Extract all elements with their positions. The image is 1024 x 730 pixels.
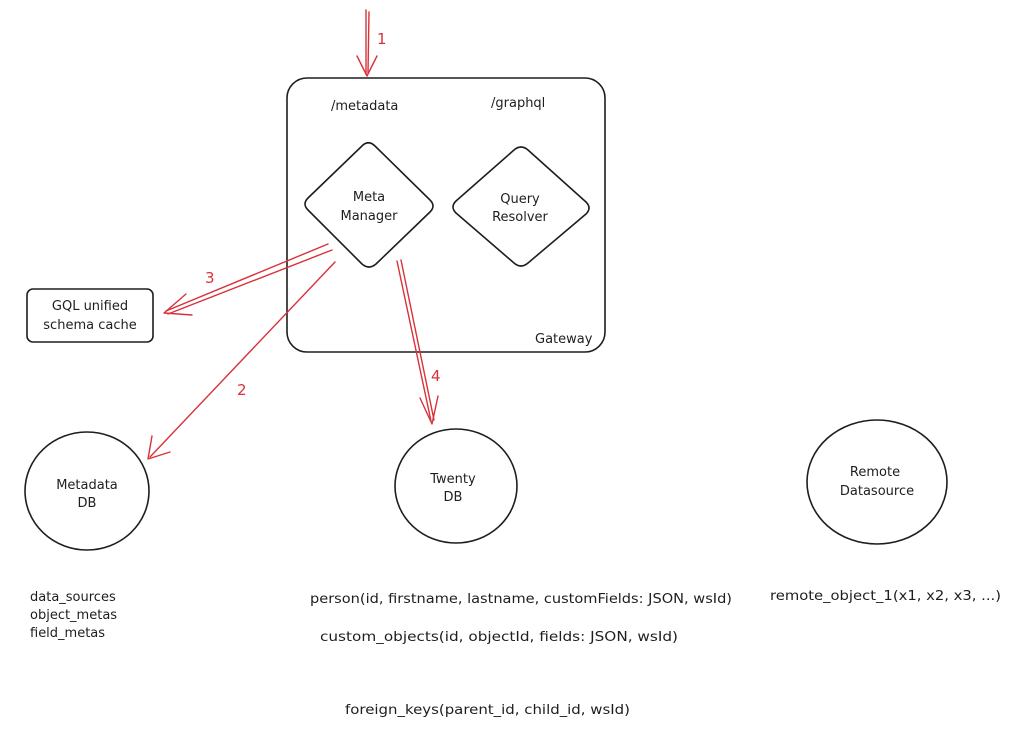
twenty-table-custom-objects: custom_objects(id, objectId, fields: JSO…	[320, 630, 678, 645]
schema-cache-label-line1: GQL unified	[52, 299, 128, 314]
remote-table-object: remote_object_1(x1, x2, x3, ...)	[770, 589, 1001, 604]
gateway-box	[286, 77, 606, 353]
arrow-1-label: 1	[377, 30, 387, 48]
meta-manager-label-line2: Manager	[341, 209, 399, 224]
query-resolver-label-line1: Query	[500, 192, 540, 207]
query-resolver-label-line2: Resolver	[492, 210, 548, 225]
gateway-label: Gateway	[535, 332, 593, 347]
arrow-4-label: 4	[431, 367, 441, 385]
arrow-4	[396, 259, 439, 425]
arrow-2	[147, 261, 336, 460]
metadata-table-3: field_metas	[30, 626, 105, 641]
graphql-endpoint-label: /graphql	[491, 96, 545, 111]
metadata-db-label-line1: Metadata	[56, 478, 118, 493]
metadata-table-1: data_sources	[30, 590, 116, 605]
arrow-3	[163, 243, 333, 316]
meta-manager-label-line1: Meta	[353, 190, 385, 205]
schema-cache-label-line2: schema cache	[43, 318, 136, 333]
remote-datasource-label-line2: Datasource	[840, 484, 914, 499]
metadata-db-circle	[24, 431, 150, 551]
meta-manager-diamond	[304, 141, 434, 268]
metadata-db-label-line2: DB	[78, 496, 97, 511]
arrow-3-label: 3	[205, 269, 215, 287]
twenty-table-foreign-keys: foreign_keys(parent_id, child_id, wsId)	[345, 703, 630, 718]
arrow-2-label: 2	[237, 381, 247, 399]
twenty-db-label-line2: DB	[444, 490, 463, 505]
twenty-table-person: person(id, firstname, lastname, customFi…	[310, 592, 732, 607]
arrow-1	[356, 9, 378, 77]
remote-datasource-label-line1: Remote	[850, 465, 900, 480]
schema-cache-box	[26, 288, 154, 343]
query-resolver-diamond	[452, 146, 590, 267]
remote-datasource-circle	[806, 419, 948, 545]
twenty-db-circle	[394, 428, 518, 544]
twenty-db-label-line1: Twenty	[429, 472, 476, 487]
metadata-table-2: object_metas	[30, 608, 117, 623]
metadata-endpoint-label: /metadata	[331, 99, 398, 114]
